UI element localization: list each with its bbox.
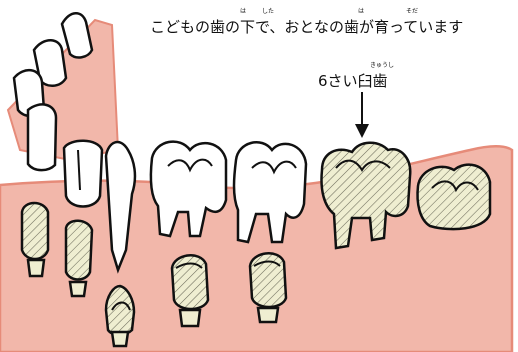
developing-molar xyxy=(416,163,492,231)
ruby-ha-2: は xyxy=(358,8,365,15)
upper-teeth xyxy=(12,12,94,172)
molar-arrow xyxy=(355,92,369,138)
permanent-incisor-2 xyxy=(64,219,94,281)
ruby-kyushi: きゅうし xyxy=(370,62,395,69)
six-year-molar xyxy=(320,141,412,250)
caption: こどもの歯の下で、おとなの歯が育っています xyxy=(150,18,464,36)
permanent-premolar-2 xyxy=(248,252,288,309)
primary-incisor xyxy=(62,139,104,208)
ruby-soda: そだ xyxy=(406,8,419,15)
six-year-molar-label: 6さい臼歯 xyxy=(318,72,388,90)
ruby-ha-1: は xyxy=(240,8,247,15)
primary-canine xyxy=(104,140,137,274)
permanent-teeth xyxy=(20,141,492,348)
ruby-shita: した xyxy=(262,8,275,15)
permanent-incisor-1 xyxy=(20,201,50,261)
permanent-canine xyxy=(104,284,136,336)
permanent-premolar-1 xyxy=(170,254,210,311)
